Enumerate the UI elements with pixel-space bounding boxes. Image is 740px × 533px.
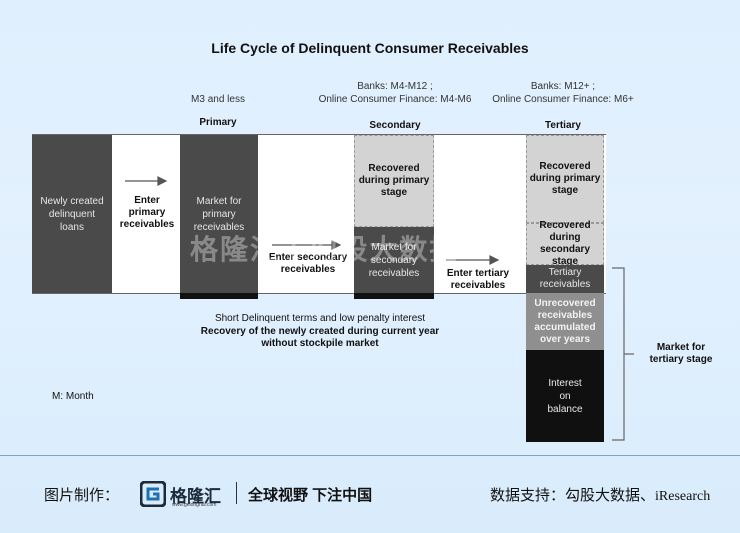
tertiary-recovered-secondary-box: Recovered during secondary stage — [526, 220, 604, 267]
enter-primary-arrow-head — [157, 176, 168, 186]
month-legend: M: Month — [52, 391, 94, 402]
unrecovered-box: Unrecovered receivables accumulated over… — [526, 293, 604, 350]
footer-slogan: 全球视野 下注中国 — [248, 487, 373, 504]
tertiary-receivables-box: Tertiary receivables — [526, 265, 604, 293]
footer-logo-text: 格隆汇 — [170, 487, 221, 506]
interest-box: Interest on balance — [526, 350, 604, 442]
enter-secondary-arrow-head — [331, 240, 342, 250]
footer-logo-subtext: www.gelonghui.com — [172, 502, 217, 508]
tertiary-header: Tertiary — [545, 120, 581, 131]
market-secondary-box: Market for secondary receivables — [354, 227, 434, 293]
enter-primary-label: Enter primary receivables — [119, 195, 175, 230]
footer-separator — [236, 482, 237, 504]
footer-divider — [0, 455, 740, 456]
enter-tertiary-arrow-head — [489, 255, 500, 265]
market-tertiary-label: Market for tertiary stage — [649, 342, 713, 365]
secondary-note: Banks: M4-M12 ; Online Consumer Finance:… — [318, 81, 472, 105]
watermark: 格隆汇 | 勾股大数据 — [190, 234, 460, 265]
primary-base-bar — [180, 293, 258, 299]
footer-made-by: 图片制作： — [44, 487, 120, 504]
recovery-note: Recovery of the newly created during cur… — [200, 326, 440, 349]
recovered-primary-box: Recovered during primary stage — [354, 135, 434, 227]
source-label: 数据支持： — [490, 487, 566, 504]
diagram-title: Life Cycle of Delinquent Consumer Receiv… — [211, 40, 529, 56]
tertiary-stage-bracket — [612, 267, 634, 441]
flow-band — [32, 134, 606, 294]
footer-source: 数据支持：勾股大数据、iResearch — [490, 484, 710, 505]
primary-header: Primary — [199, 117, 237, 128]
primary-note: M3 and less — [191, 94, 245, 105]
newly-created-loans-box: Newly created delinquent loans — [32, 135, 112, 293]
enter-tertiary-label: Enter tertiary receivables — [446, 268, 510, 291]
tertiary-recovered-primary-box: Recovered during primary stage — [526, 135, 604, 223]
short-terms-note: Short Delinquent terms and low penalty i… — [214, 313, 426, 324]
tertiary-note: Banks: M12+ ; Online Consumer Finance: M… — [492, 81, 634, 105]
market-primary-box: Market for primary receivables — [180, 135, 258, 293]
secondary-header: Secondary — [369, 120, 421, 131]
enter-secondary-label: Enter secondary receivables — [268, 252, 348, 275]
secondary-base-bar — [354, 293, 434, 299]
source-en: iResearch — [655, 489, 711, 504]
source-cn: 勾股大数据、 — [565, 487, 656, 504]
gelonghui-logo-icon — [140, 481, 166, 507]
